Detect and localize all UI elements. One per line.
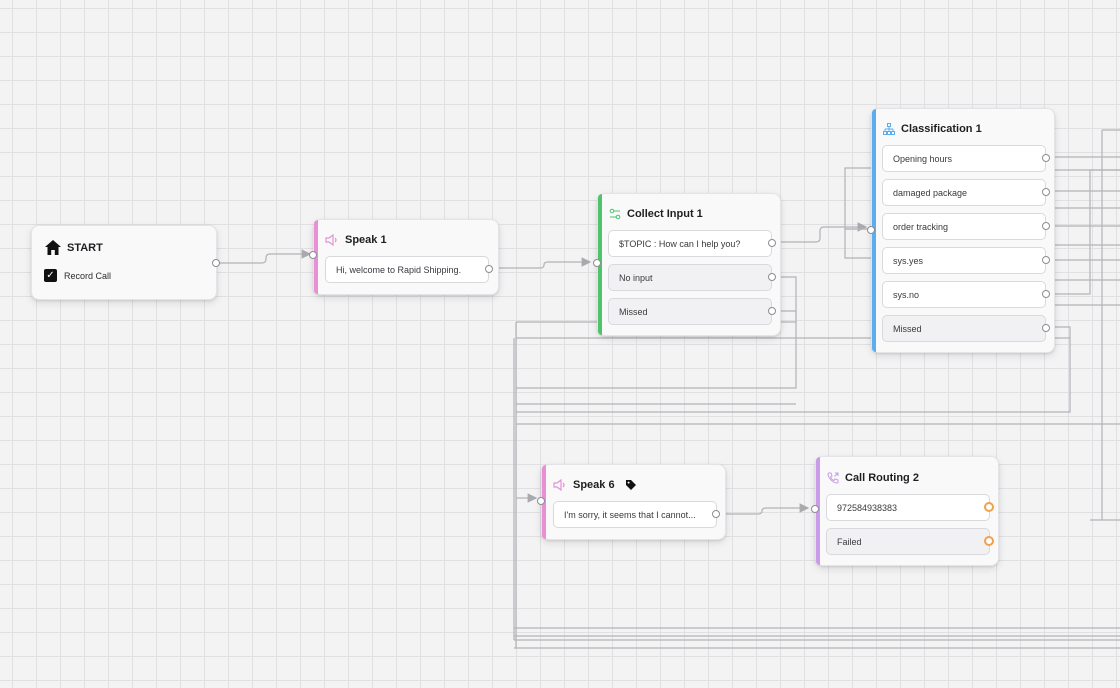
output-port-topic[interactable] bbox=[768, 239, 776, 247]
routing-row-number[interactable]: 972584938383 bbox=[826, 494, 990, 521]
input-port[interactable] bbox=[811, 505, 819, 513]
node-title: Speak 6 bbox=[573, 479, 615, 491]
node-title: Collect Input 1 bbox=[627, 208, 703, 220]
input-port[interactable] bbox=[593, 259, 601, 267]
output-port-no-input[interactable] bbox=[768, 273, 776, 281]
output-port-damaged-package[interactable] bbox=[1042, 188, 1050, 196]
output-port-opening-hours[interactable] bbox=[1042, 154, 1050, 162]
row-label: I'm sorry, it seems that I cannot... bbox=[564, 509, 696, 520]
class-row-sys-no[interactable]: sys.no bbox=[882, 281, 1046, 308]
output-port[interactable] bbox=[712, 510, 720, 518]
node-title: START bbox=[67, 241, 103, 254]
output-port-number[interactable] bbox=[984, 502, 994, 512]
node-title: Speak 1 bbox=[345, 234, 387, 246]
row-label: damaged package bbox=[893, 187, 968, 198]
row-label: Missed bbox=[619, 306, 648, 317]
row-label: $TOPIC : How can I help you? bbox=[619, 238, 741, 249]
input-port[interactable] bbox=[537, 497, 545, 505]
input-port[interactable] bbox=[867, 226, 875, 234]
speak-6-node[interactable]: Speak 6 I'm sorry, it seems that I canno… bbox=[537, 464, 726, 540]
wire-collect-noinput bbox=[516, 276, 797, 389]
output-port-sys-no[interactable] bbox=[1042, 290, 1050, 298]
output-port-failed[interactable] bbox=[984, 536, 994, 546]
wire-class-no bbox=[1046, 169, 1120, 295]
hierarchy-icon bbox=[883, 123, 895, 135]
wire-start-speak1 bbox=[217, 249, 312, 264]
class-row-missed[interactable]: Missed bbox=[882, 315, 1046, 342]
output-port-missed[interactable] bbox=[768, 307, 776, 315]
collect-row-no-input[interactable]: No input bbox=[608, 264, 772, 291]
output-port-sys-yes[interactable] bbox=[1042, 256, 1050, 264]
input-port[interactable] bbox=[309, 251, 317, 259]
collect-row-missed[interactable]: Missed bbox=[608, 298, 772, 325]
speak-1-node[interactable]: Speak 1 Hi, welcome to Rapid Shipping. bbox=[309, 219, 499, 295]
start-node[interactable]: START ✓ Record Call bbox=[31, 225, 220, 300]
collect-row-topic[interactable]: $TOPIC : How can I help you? bbox=[608, 230, 772, 257]
row-label: sys.yes bbox=[893, 255, 924, 266]
row-label: Failed bbox=[837, 536, 862, 547]
row-label: 972584938383 bbox=[837, 502, 898, 513]
output-port-missed[interactable] bbox=[1042, 324, 1050, 332]
row-label: Opening hours bbox=[893, 153, 953, 164]
record-call-checkbox[interactable]: ✓ bbox=[44, 269, 57, 282]
output-port[interactable] bbox=[212, 259, 220, 267]
class-row-sys-yes[interactable]: sys.yes bbox=[882, 247, 1046, 274]
output-port-order-tracking[interactable] bbox=[1042, 222, 1050, 230]
wire-speak1-collect1 bbox=[489, 257, 592, 269]
sliders-icon bbox=[609, 208, 621, 220]
wire-speak6-routing2 bbox=[716, 503, 810, 515]
row-label: order tracking bbox=[893, 221, 949, 232]
output-port[interactable] bbox=[485, 265, 493, 273]
class-row-damaged-package[interactable]: damaged package bbox=[882, 179, 1046, 206]
tag-icon[interactable] bbox=[625, 479, 637, 491]
classification-1-node[interactable]: Classification 1 Opening hours damaged p… bbox=[867, 108, 1055, 353]
record-call-label: Record Call bbox=[64, 270, 112, 281]
routing-row-failed[interactable]: Failed bbox=[826, 528, 990, 555]
call-routing-2-node[interactable]: Call Routing 2 972584938383 Failed bbox=[811, 456, 999, 566]
speaker-icon bbox=[325, 234, 339, 246]
class-row-order-tracking[interactable]: order tracking bbox=[882, 213, 1046, 240]
speak-1-message[interactable]: Hi, welcome to Rapid Shipping. bbox=[325, 256, 489, 283]
row-label: No input bbox=[619, 272, 653, 283]
class-row-opening-hours[interactable]: Opening hours bbox=[882, 145, 1046, 172]
row-label: Missed bbox=[893, 323, 922, 334]
wire-collect1-classification1 bbox=[772, 222, 868, 243]
row-label: Hi, welcome to Rapid Shipping. bbox=[336, 264, 462, 275]
row-label: sys.no bbox=[893, 289, 920, 300]
wire-class-missed bbox=[516, 326, 1071, 413]
node-title: Classification 1 bbox=[901, 123, 982, 135]
phone-routing-icon bbox=[827, 472, 839, 484]
collect-input-1-node[interactable]: Collect Input 1 $TOPIC : How can I help … bbox=[593, 193, 781, 336]
node-title: Call Routing 2 bbox=[845, 472, 919, 484]
speaker-icon bbox=[553, 479, 567, 491]
home-icon bbox=[45, 240, 61, 255]
speak-6-message[interactable]: I'm sorry, it seems that I cannot... bbox=[553, 501, 717, 528]
